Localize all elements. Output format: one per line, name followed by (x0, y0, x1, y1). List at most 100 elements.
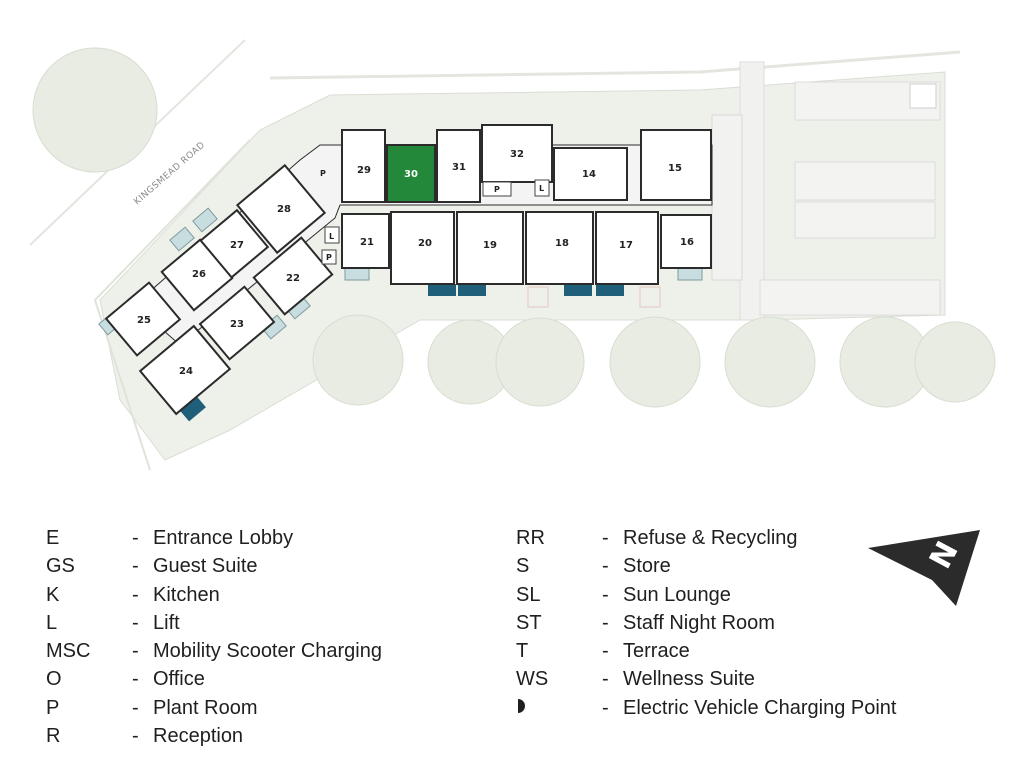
legend-code: SL (516, 583, 541, 606)
service-rooms: P P P L L (320, 169, 550, 265)
unit-label-29: 29 (357, 165, 371, 176)
legend-description: Staff Night Room (623, 611, 775, 634)
unit-label-24: 24 (179, 366, 193, 377)
plant-room-label: P (326, 253, 332, 262)
legend-dash: - (132, 668, 139, 691)
legend-description: Kitchen (153, 583, 220, 606)
legend-code: O (46, 668, 62, 691)
unit-30[interactable] (386, 144, 436, 203)
legend-description: Guest Suite (153, 555, 258, 578)
legend-dash: - (132, 583, 139, 606)
legend-dash: - (132, 640, 139, 663)
legend-item: S -Store (516, 552, 896, 580)
unit-label-17: 17 (619, 240, 633, 251)
unit-label-27: 27 (230, 240, 244, 251)
legend-code: RR (516, 527, 545, 549)
legend-code: WS (516, 668, 549, 691)
unit-label-32: 32 (510, 149, 524, 160)
unit-18[interactable] (525, 211, 594, 285)
unit-20[interactable] (390, 211, 455, 285)
legend-description: Electric Vehicle Charging Point (623, 696, 897, 719)
unit-16[interactable] (660, 214, 712, 269)
legend-dash: - (132, 555, 139, 578)
unit-24[interactable] (138, 324, 232, 416)
legend-dash: - (602, 527, 609, 549)
plant-room-label: P (494, 185, 500, 194)
legend-item: R -Reception (46, 722, 382, 750)
legend-left-column: E-Entrance Lobby GS-Guest Suite K-Kitche… (46, 524, 382, 750)
trees (32, 47, 996, 408)
legend-code: GS (46, 555, 75, 578)
unit-label-16: 16 (680, 237, 694, 248)
legend-dash: - (132, 527, 139, 549)
legend-description: Reception (153, 725, 244, 748)
unit-26[interactable] (160, 238, 234, 312)
legend-item: P-Plant Room (46, 694, 382, 722)
legend-description: Store (623, 555, 671, 578)
half-circle-icon (516, 694, 602, 722)
unit-14[interactable] (553, 147, 628, 201)
legend-code: P (46, 696, 60, 719)
legend-code: K (46, 583, 60, 606)
lift-label: L (539, 184, 544, 193)
legend-dash: - (132, 725, 139, 748)
legend-dash: - (602, 640, 609, 663)
unit-label-21: 21 (360, 237, 374, 248)
north-arrow-icon: N (868, 530, 980, 606)
legend-description: Wellness Suite (623, 668, 755, 691)
legend-dash: - (132, 696, 139, 719)
unit-label-28: 28 (277, 204, 291, 215)
car-park (711, 61, 941, 321)
legend-code: S (516, 555, 530, 578)
unit-23[interactable] (198, 285, 276, 361)
legend-item: ST -Staff Night Room (516, 609, 896, 637)
unit-32[interactable] (481, 124, 553, 183)
legend-code: ST (516, 611, 542, 634)
legend-item: K -Kitchen (46, 581, 382, 609)
legend-description: Sun Lounge (623, 583, 731, 606)
unit-label-18: 18 (555, 238, 569, 249)
legend-item: GS -Guest Suite (46, 552, 382, 580)
site-plan-map: KINGSMEAD ROAD (29, 39, 996, 471)
lift-label: L (329, 232, 334, 241)
plant-room-label: P (320, 169, 326, 178)
unit-labels: 29 30 31 32 14 15 21 20 19 18 17 16 28 2… (137, 149, 694, 377)
unit-19[interactable] (456, 211, 524, 285)
legend-description: Terrace (623, 640, 690, 663)
units (104, 124, 712, 416)
unit-label-30: 30 (404, 169, 418, 180)
legend-description: Office (153, 668, 205, 691)
unit-21[interactable] (341, 213, 390, 269)
unit-label-19: 19 (483, 240, 497, 251)
courtyard-planters (527, 286, 661, 308)
legend-dash: - (602, 583, 609, 606)
legend-item: E-Entrance Lobby (46, 524, 382, 552)
legend-item: SL -Sun Lounge (516, 581, 896, 609)
legend-item: -Electric Vehicle Charging Point (516, 694, 896, 722)
legend-item: WS-Wellness Suite (516, 665, 896, 693)
unit-label-20: 20 (418, 238, 432, 249)
unit-29[interactable] (341, 129, 386, 203)
unit-15[interactable] (640, 129, 712, 201)
legend-dash: - (602, 555, 609, 578)
legend-description: Entrance Lobby (153, 527, 294, 549)
unit-25[interactable] (104, 281, 182, 357)
unit-label-15: 15 (668, 163, 682, 174)
unit-28[interactable] (235, 163, 327, 255)
unit-label-31: 31 (452, 162, 466, 173)
unit-31[interactable] (436, 129, 481, 203)
legend-description: Lift (153, 611, 180, 634)
legend-item: O -Office (46, 665, 382, 693)
legend-dash: - (602, 611, 609, 634)
legend-item: MSC -Mobility Scooter Charging (46, 637, 382, 665)
unit-label-25: 25 (137, 315, 151, 326)
unit-22[interactable] (252, 236, 334, 316)
legend-description: Mobility Scooter Charging (153, 640, 382, 663)
legend-code: MSC (46, 640, 91, 663)
legend-code: L (46, 611, 58, 634)
unit-17[interactable] (595, 211, 659, 285)
legend-code: R (46, 725, 61, 748)
legend-code: T (516, 640, 529, 663)
unit-label-14: 14 (582, 169, 596, 180)
legend-item: RR-Refuse & Recycling (516, 524, 896, 552)
